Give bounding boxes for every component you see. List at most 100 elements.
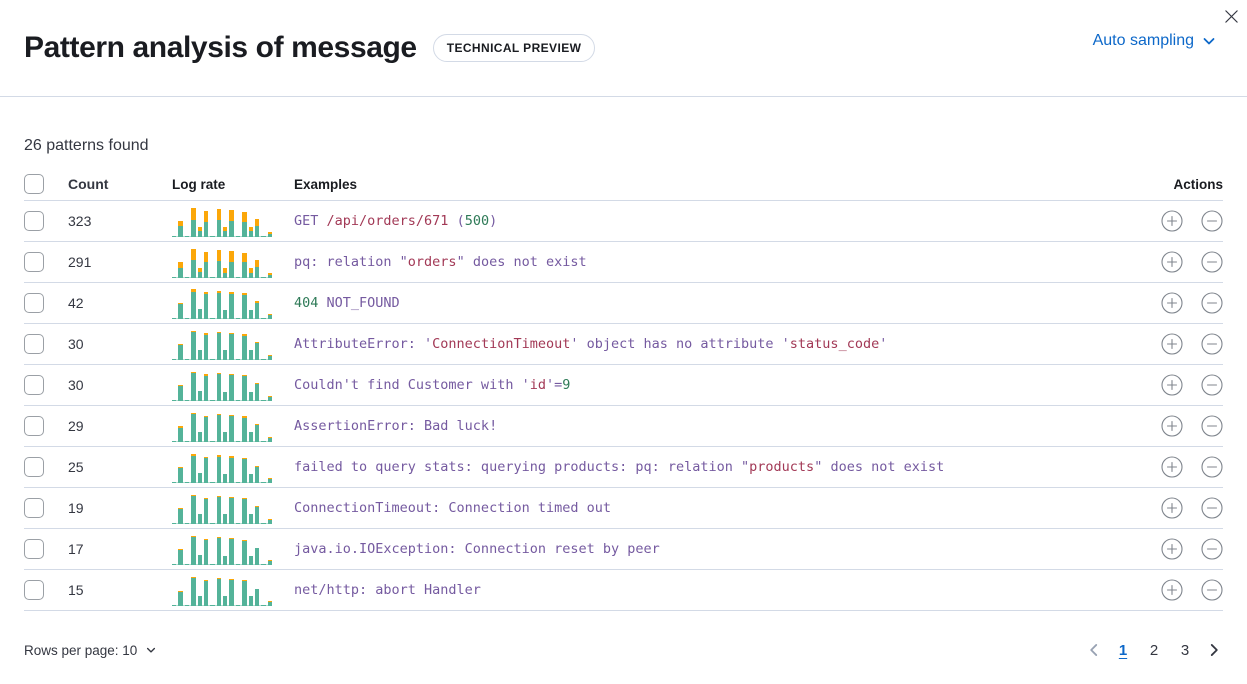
example-text: AssertionError: Bad luck! [294,418,498,434]
filter-out-pattern-button[interactable] [1201,415,1223,437]
select-all-checkbox[interactable] [24,174,44,194]
count-value: 29 [68,418,84,434]
table-header-row: Count Log rate Examples Actions [24,168,1223,201]
filter-out-pattern-button[interactable] [1201,456,1223,478]
filter-out-pattern-button[interactable] [1201,374,1223,396]
plus-in-circle-icon [1161,333,1183,355]
filter-for-pattern-button[interactable] [1161,497,1183,519]
log-rate-sparkline [172,287,272,319]
plus-in-circle-icon [1161,456,1183,478]
next-page-button[interactable] [1205,641,1223,659]
row-checkbox[interactable] [24,580,44,600]
main-content: 26 patterns found Count Log rate Example… [0,137,1247,611]
minus-in-circle-icon [1201,374,1223,396]
close-button[interactable] [1219,4,1243,28]
filter-out-pattern-button[interactable] [1201,538,1223,560]
table-row: 25 failed to query stats: querying produ… [24,447,1223,488]
column-header-examples: Examples [294,176,358,192]
minus-in-circle-icon [1201,456,1223,478]
filter-for-pattern-button[interactable] [1161,579,1183,601]
row-checkbox[interactable] [24,457,44,477]
row-checkbox[interactable] [24,375,44,395]
filter-out-pattern-button[interactable] [1201,497,1223,519]
example-text: java.io.IOException: Connection reset by… [294,541,660,557]
sampling-menu-button[interactable]: Auto sampling [1093,32,1217,50]
page-button-2[interactable]: 2 [1143,638,1165,662]
row-checkbox[interactable] [24,293,44,313]
count-value: 291 [68,254,92,270]
row-checkbox[interactable] [24,252,44,272]
log-rate-sparkline [172,451,272,483]
table-body: 323 GET /api/orders/671 (500) 291 [24,201,1223,611]
count-value: 323 [68,213,92,229]
log-rate-sparkline [172,533,272,565]
rows-per-page-button[interactable]: Rows per page: 10 [24,643,157,658]
close-icon [1224,9,1239,24]
page-title: Pattern analysis of message [24,31,417,64]
pagination: 1 2 3 [1085,638,1223,662]
plus-in-circle-icon [1161,497,1183,519]
chevron-down-icon [145,644,157,656]
column-header-log-rate: Log rate [172,176,226,192]
sampling-label: Auto sampling [1092,32,1194,49]
page-button-1[interactable]: 1 [1112,638,1134,662]
minus-in-circle-icon [1201,292,1223,314]
log-rate-sparkline [172,205,272,237]
table-row: 15 net/http: abort Handler [24,570,1223,611]
table-row: 42 404 NOT_FOUND [24,283,1223,324]
filter-for-pattern-button[interactable] [1161,251,1183,273]
rows-per-page-label: Rows per page: 10 [24,642,138,658]
log-rate-sparkline [172,246,272,278]
filter-for-pattern-button[interactable] [1161,415,1183,437]
minus-in-circle-icon [1201,497,1223,519]
chevron-down-icon [1201,33,1217,49]
previous-page-button[interactable] [1085,641,1103,659]
plus-in-circle-icon [1161,292,1183,314]
filter-out-pattern-button[interactable] [1201,579,1223,601]
example-text: 404 NOT_FOUND [294,295,400,311]
filter-out-pattern-button[interactable] [1201,210,1223,232]
filter-out-pattern-button[interactable] [1201,251,1223,273]
table-row: 29 AssertionError: Bad luck! [24,406,1223,447]
filter-for-pattern-button[interactable] [1161,538,1183,560]
row-checkbox[interactable] [24,334,44,354]
example-text: Couldn't find Customer with 'id'=9 [294,377,571,393]
count-value: 42 [68,295,84,311]
minus-in-circle-icon [1201,538,1223,560]
column-header-actions: Actions [1173,176,1223,192]
log-rate-sparkline [172,369,272,401]
filter-for-pattern-button[interactable] [1161,292,1183,314]
flyout-header: Pattern analysis of message TECHNICAL PR… [0,0,1247,97]
row-checkbox[interactable] [24,498,44,518]
plus-in-circle-icon [1161,251,1183,273]
example-text: pq: relation "orders" does not exist [294,254,587,270]
count-value: 15 [68,582,84,598]
row-checkbox[interactable] [24,211,44,231]
page-button-3[interactable]: 3 [1174,638,1196,662]
count-value: 25 [68,459,84,475]
plus-in-circle-icon [1161,579,1183,601]
example-text: GET /api/orders/671 (500) [294,213,498,229]
table-footer: Rows per page: 10 1 2 3 [24,632,1223,668]
plus-in-circle-icon [1161,374,1183,396]
plus-in-circle-icon [1161,538,1183,560]
technical-preview-badge: TECHNICAL PREVIEW [432,34,596,62]
log-rate-sparkline [172,328,272,360]
example-text: failed to query stats: querying products… [294,459,945,475]
log-rate-sparkline [172,492,272,524]
table-row: 19 ConnectionTimeout: Connection timed o… [24,488,1223,529]
filter-for-pattern-button[interactable] [1161,333,1183,355]
filter-out-pattern-button[interactable] [1201,292,1223,314]
example-text: AttributeError: 'ConnectionTimeout' obje… [294,336,888,352]
table-row: 323 GET /api/orders/671 (500) [24,201,1223,242]
filter-for-pattern-button[interactable] [1161,456,1183,478]
count-value: 30 [68,377,84,393]
filter-for-pattern-button[interactable] [1161,374,1183,396]
row-checkbox[interactable] [24,539,44,559]
table-row: 291 pq: relation "orders" does not exist [24,242,1223,283]
count-value: 30 [68,336,84,352]
filter-out-pattern-button[interactable] [1201,333,1223,355]
row-checkbox[interactable] [24,416,44,436]
filter-for-pattern-button[interactable] [1161,210,1183,232]
